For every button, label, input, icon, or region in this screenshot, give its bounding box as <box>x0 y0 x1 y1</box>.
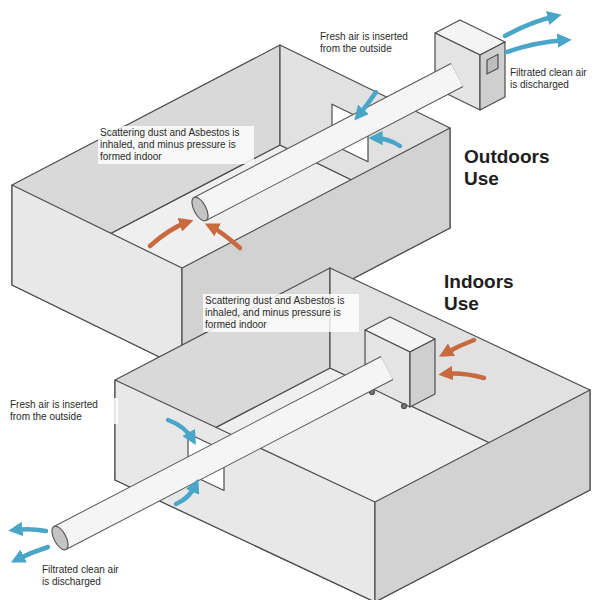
note-label: Filtrated clean air is discharged <box>508 66 596 92</box>
section-title: Indoors Use <box>442 270 538 316</box>
note-label: Fresh air is inserted from the outside <box>318 30 428 56</box>
outdoor-machine <box>435 20 505 110</box>
section-title: Outdoors Use <box>462 145 562 191</box>
note-label: Scattering dust and Asbestos is inhaled,… <box>203 294 359 332</box>
indoor-room <box>115 268 590 600</box>
indoor-front-walls <box>115 380 590 600</box>
note-label: Filtrated clean air is discharged <box>40 563 128 589</box>
indoor-duct <box>49 368 387 552</box>
note-label: Fresh air is inserted from the outside <box>8 398 118 424</box>
indoor-arrows <box>14 340 484 560</box>
note-label: Scattering dust and Asbestos is inhaled,… <box>98 126 254 164</box>
